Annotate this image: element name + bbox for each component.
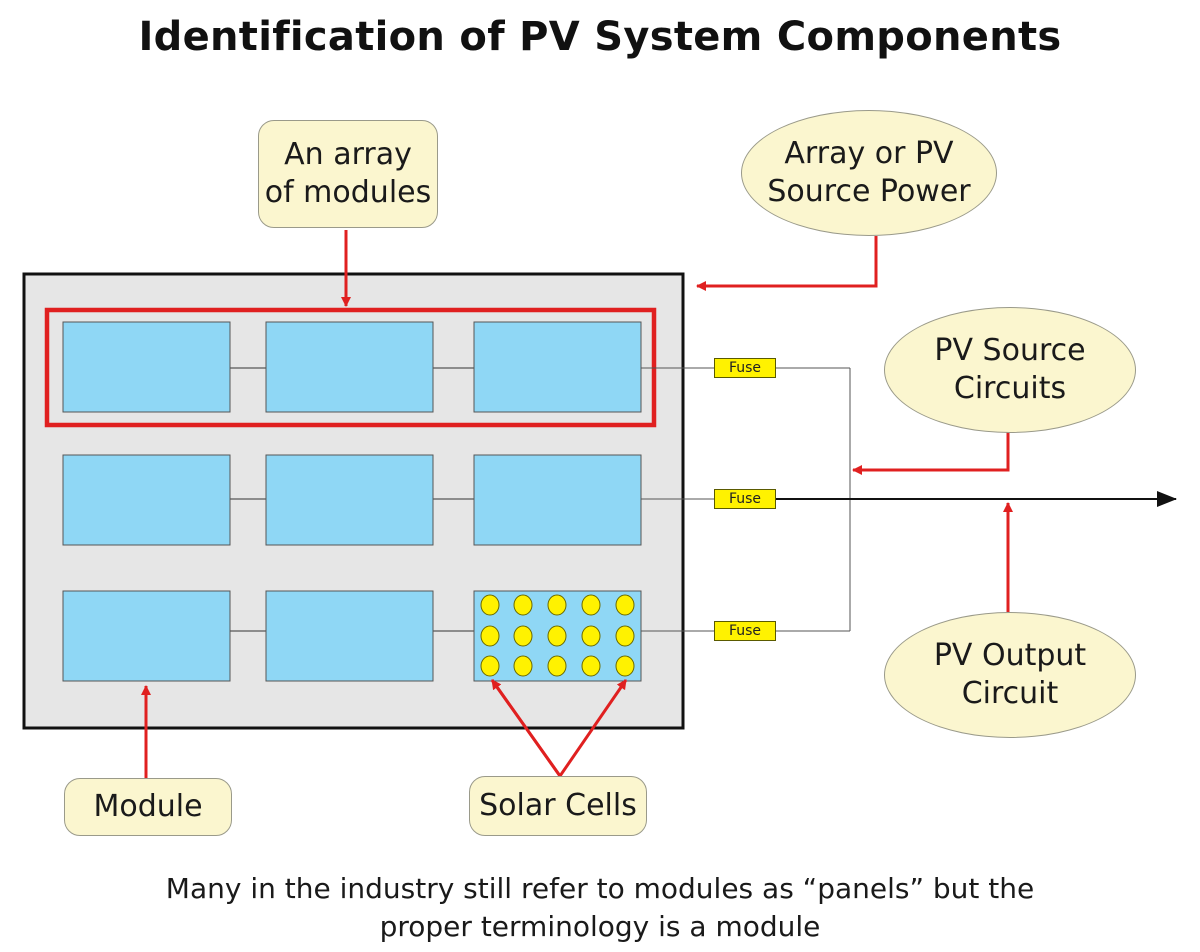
solar-cell xyxy=(581,625,601,647)
module-r1-c3 xyxy=(473,321,642,413)
fuse-3: Fuse xyxy=(714,621,776,641)
solar-cell xyxy=(480,625,500,647)
module-r2-c2 xyxy=(265,454,434,546)
solar-cell xyxy=(513,655,533,677)
solar-cell xyxy=(615,625,635,647)
solar-cell xyxy=(513,625,533,647)
solar-cell xyxy=(513,594,533,616)
module-r3-c1 xyxy=(62,590,231,682)
fuse-1: Fuse xyxy=(714,358,776,378)
arrow-pv-source-circuits xyxy=(852,432,1010,475)
arrow-solar-cells-left-head xyxy=(490,679,562,777)
callout-pv-source-circuits: PV Source Circuits xyxy=(884,307,1136,433)
callout-array-source-power: Array or PV Source Power xyxy=(741,110,997,236)
solar-cell xyxy=(547,594,567,616)
module-r2-c1 xyxy=(62,454,231,546)
module-r1-c1 xyxy=(62,321,231,413)
solar-cell xyxy=(480,594,500,616)
solar-cell xyxy=(480,655,500,677)
solar-cell xyxy=(581,594,601,616)
solar-cell xyxy=(615,655,635,677)
module-r1-c2 xyxy=(265,321,434,413)
callout-solar-cells: Solar Cells xyxy=(469,776,647,836)
module-r2-c3 xyxy=(473,454,642,546)
callout-module: Module xyxy=(64,778,232,836)
callout-array-of-modules: An array of modules xyxy=(258,120,438,228)
fuse-2: Fuse xyxy=(714,489,776,509)
solar-cell xyxy=(547,625,567,647)
solar-cell xyxy=(581,655,601,677)
arrow-array-source-power xyxy=(696,236,878,291)
solar-cell xyxy=(615,594,635,616)
page-title: Identification of PV System Components xyxy=(138,14,1062,60)
module-r3-c2 xyxy=(265,590,434,682)
caption: Many in the industry still refer to modu… xyxy=(165,872,1035,943)
module-connection-wires xyxy=(230,367,474,632)
callout-pv-output-circuit: PV Output Circuit xyxy=(884,612,1136,738)
solar-cell xyxy=(547,655,567,677)
modules xyxy=(62,321,642,682)
solar-cells xyxy=(480,594,635,677)
